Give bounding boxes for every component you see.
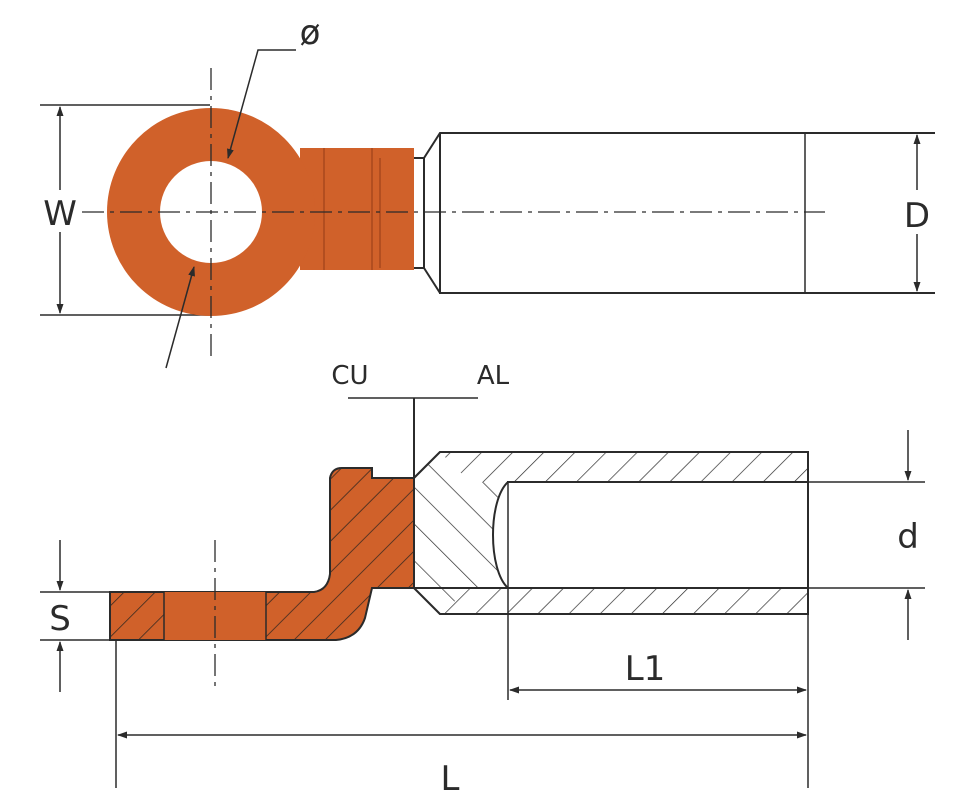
d-label-bg [896,190,938,234]
side-dimensions [40,430,925,788]
cu-label: CU [331,361,368,391]
d-label: D [904,196,930,236]
s-label-bg [40,596,80,636]
top-view [40,49,935,369]
l1-label: L1 [625,649,666,689]
l-label: L [441,759,460,799]
s-label: S [49,599,71,639]
diameter-label: ø [300,13,321,53]
side-view [109,397,809,690]
w-label: W [43,194,77,234]
w-label-bg [38,190,82,232]
copper-neck-top [300,148,414,270]
d-inner-label: d [897,517,919,557]
aluminium-bore [492,481,809,589]
barrel-top-outline [414,132,935,294]
al-label: AL [477,361,510,391]
diameter-leader-top [227,49,296,159]
d-inner-label-bg [888,512,928,556]
aluminium-cone-section [414,452,508,614]
diameter-leader-bottom [165,266,195,369]
